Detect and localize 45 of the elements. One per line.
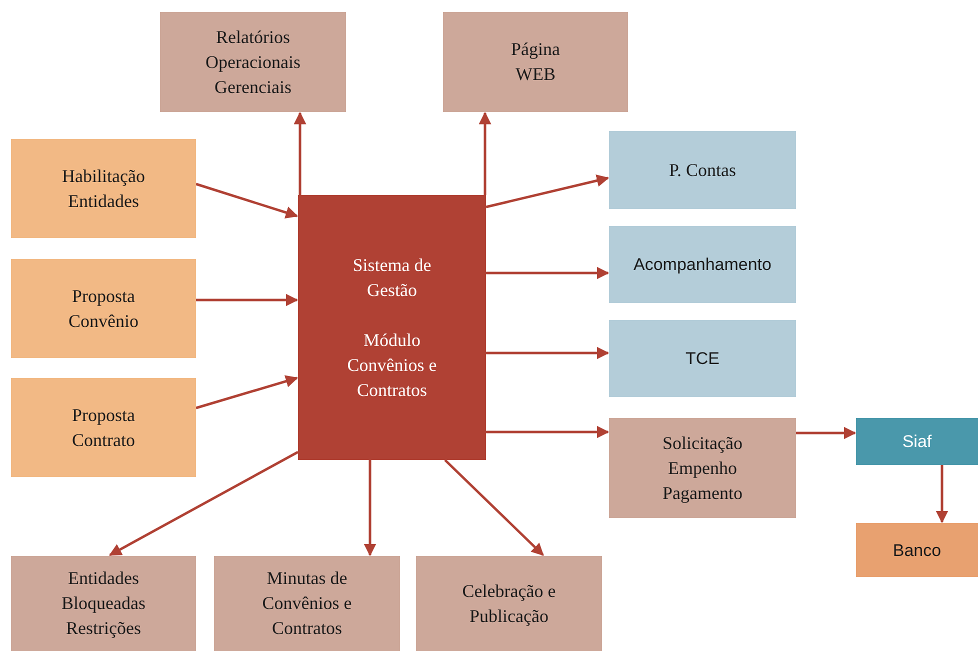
box-label: Banco: [892, 540, 942, 562]
box-label: Relatórios Operacionais Gerenciais: [204, 26, 302, 98]
box-label: Sistema de Gestão: [352, 254, 432, 302]
box-label: Acompanhamento: [634, 254, 772, 276]
output-box: [609, 320, 796, 397]
box-label: Proposta Convênio: [68, 284, 140, 332]
arrow: [444, 459, 544, 556]
box-label: TCE: [686, 348, 720, 370]
output-box: [609, 131, 796, 209]
system-box: [298, 195, 486, 460]
arrow: [486, 426, 610, 438]
box-label: Siaf: [902, 431, 932, 453]
output-box: [11, 556, 196, 651]
arrow: [196, 375, 298, 410]
arrow: [486, 174, 610, 208]
box-label: P. Contas: [668, 158, 736, 182]
output-box: [443, 12, 628, 112]
arrow: [936, 465, 948, 524]
output-box: [609, 418, 796, 518]
box-label: Solicitação Empenho Pagamento: [662, 432, 744, 505]
box-label: Entidades Bloqueadas Restrições: [60, 567, 146, 640]
arrow: [364, 460, 376, 556]
arrow: [486, 346, 610, 360]
output-box: [214, 556, 400, 651]
output-box: [856, 523, 978, 577]
input-box: [11, 259, 196, 358]
box-label: Página WEB: [510, 38, 561, 86]
arrow: [478, 112, 492, 195]
box-label: Celebração e Publicação: [461, 580, 557, 628]
box-label: Minutas de Convênios e Contratos: [261, 567, 353, 640]
box-label: Proposta Contrato: [71, 404, 136, 452]
output-box: [609, 226, 796, 303]
arrow: [196, 294, 298, 306]
arrow: [196, 182, 298, 219]
input-box: [11, 378, 196, 477]
box-label: Habilitação Entidades: [61, 164, 146, 212]
output-box: [416, 556, 602, 651]
arrow: [796, 426, 856, 440]
box-text: Módulo Convênios e Contratos: [346, 328, 438, 402]
output-box: [160, 12, 346, 112]
system-box: [856, 418, 978, 465]
arrow: [294, 112, 306, 195]
arrow: [486, 266, 610, 280]
arrow: [108, 450, 299, 556]
input-box: [11, 139, 196, 238]
